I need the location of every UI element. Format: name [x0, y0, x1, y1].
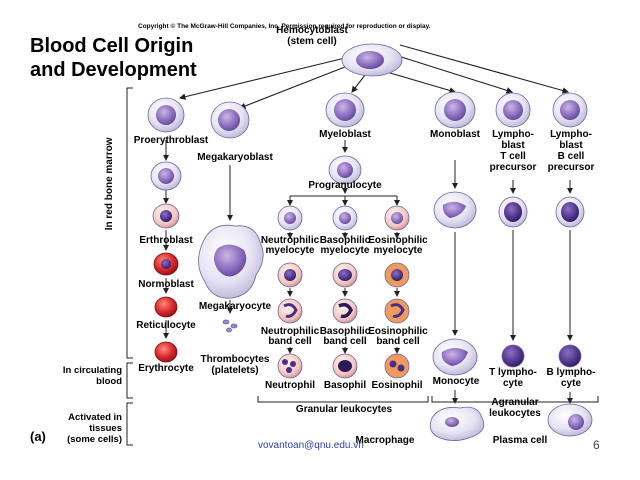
page-title-line2: and Development	[30, 59, 197, 81]
label-progranulocyte: Progranulocyte	[308, 180, 382, 191]
label-monocyte: Monocyte	[432, 376, 480, 387]
label-t-lymphocyte-2: cyte	[502, 378, 523, 389]
panel-label: (a)	[30, 429, 46, 444]
label-proerythroblast: Proerythroblast	[133, 135, 209, 146]
label-b-precursor-4: precursor	[547, 162, 595, 173]
label-monoblast: Monoblast	[430, 129, 480, 140]
label-neutrophil: Neutrophil	[265, 380, 315, 391]
label-macrophage: Macrophage	[355, 435, 415, 446]
label-agranular-2: leukocytes	[489, 408, 541, 419]
label-t-lymphocyte-1: T lympho-	[489, 367, 537, 378]
label-basophilic-band-1: Basophilic	[319, 326, 371, 337]
label-basophil: Basophil	[323, 380, 367, 391]
cell-illustrations	[147, 43, 593, 441]
circulating-label-2: blood	[96, 376, 122, 387]
label-basophilic-band-2: band cell	[323, 336, 367, 347]
label-megakaryocyte: Megakaryocyte	[198, 301, 272, 312]
activated-label-3: (some cells)	[67, 434, 122, 445]
label-basophilic-myelocyte-2: myelocyte	[320, 245, 370, 256]
copyright-notice: Copyright © The McGraw-Hill Companies, I…	[138, 23, 431, 30]
label-hemocytoblast-1: Hemocytoblast	[276, 25, 348, 36]
label-thrombocytes-2: (platelets)	[211, 365, 259, 376]
label-neutrophilic-myelocyte-1: Neutrophilic	[260, 235, 320, 246]
group-brackets	[257, 396, 599, 403]
label-eosinophil: Eosinophil	[371, 380, 423, 391]
label-reticulocyte: Reticulocyte	[136, 320, 196, 331]
footer-email: vovantoan@qnu.edu.vn	[258, 440, 364, 451]
label-eosinophilic-myelocyte-1: Eosinophilic	[368, 235, 428, 246]
progranulocyte-split	[287, 195, 400, 206]
page-title-line1: Blood Cell Origin	[30, 35, 194, 57]
label-eosinophilic-band-1: Eosinophilic	[368, 326, 428, 337]
label-eosinophilic-band-2: band cell	[376, 336, 420, 347]
label-neutrophilic-band-2: band cell	[268, 336, 312, 347]
stem-cell-arrows	[178, 44, 570, 110]
label-granular-leukocytes: Granular leukocytes	[295, 404, 393, 415]
label-basophilic-myelocyte-1: Basophilic	[319, 235, 371, 246]
label-myeloblast: Myeloblast	[319, 129, 371, 140]
label-thrombocytes-1: Thrombocytes	[200, 354, 270, 365]
label-eosinophilic-myelocyte-2: myelocyte	[373, 245, 423, 256]
circulating-label-1: In circulating	[62, 365, 122, 376]
label-t-precursor-2: blast	[501, 140, 525, 151]
label-agranular-1: Agranular	[491, 397, 539, 408]
label-megakaryoblast: Megakaryoblast	[197, 152, 273, 163]
label-hemocytoblast-2: (stem cell)	[287, 36, 337, 47]
label-normoblast: Normoblast	[138, 279, 194, 290]
page-number: 6	[593, 438, 600, 452]
activated-label-2: tissues	[89, 423, 122, 434]
label-t-precursor-3: T cell	[500, 151, 526, 162]
label-plasma-cell: Plasma cell	[492, 435, 548, 446]
label-neutrophilic-band-1: Neutrophilic	[260, 326, 320, 337]
label-b-lymphocyte-1: B lympho-	[546, 367, 596, 378]
label-t-precursor-4: precursor	[489, 162, 537, 173]
label-erthroblast: Erthroblast	[139, 235, 193, 246]
label-neutrophilic-myelocyte-2: myelocyte	[265, 245, 315, 256]
label-b-precursor-2: blast	[559, 140, 583, 151]
lineage-arrows	[163, 140, 573, 404]
marrow-label: In red bone marrow	[103, 137, 115, 231]
label-t-precursor-1: Lympho-	[492, 129, 534, 140]
label-b-precursor-1: Lympho-	[550, 129, 592, 140]
activated-label-1: Activated in	[68, 412, 122, 423]
label-erythrocyte: Erythrocyte	[138, 363, 194, 374]
label-b-precursor-3: B cell	[557, 151, 585, 162]
sidebar-brackets	[126, 87, 133, 446]
label-b-lymphocyte-2: cyte	[560, 378, 581, 389]
